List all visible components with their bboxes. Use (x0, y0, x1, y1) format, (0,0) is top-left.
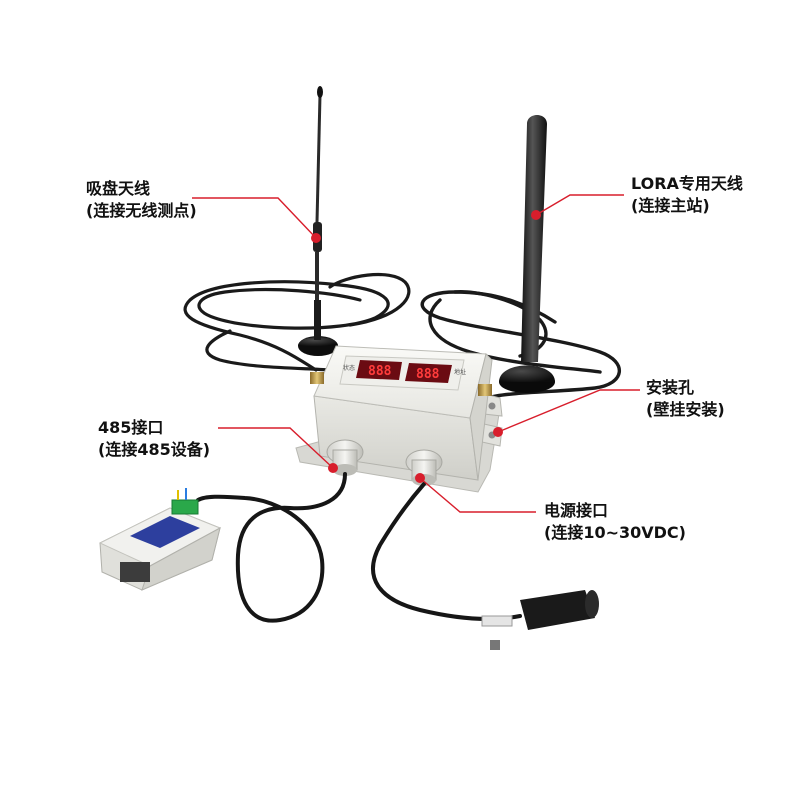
display-left-label: 状态 (343, 364, 355, 372)
power-cable (371, 482, 522, 622)
display-right-digits: 888 (416, 367, 440, 382)
display-right-label: 地址 (454, 368, 466, 376)
leader-lora-antenna (535, 194, 624, 216)
rf-connectors (310, 372, 492, 396)
leader-mount-hole (497, 389, 640, 433)
dot-mount-hole (493, 427, 503, 437)
dot-power-port (415, 473, 425, 483)
gateway-enclosure (295, 345, 503, 493)
callout-power-port-title: 电源接口 (544, 501, 609, 520)
sucker-antenna (298, 86, 338, 356)
dot-lora-antenna (531, 210, 541, 220)
callout-power-port-subtitle: (连接10~30VDC) (544, 523, 686, 542)
dot-sucker-antenna (311, 233, 321, 243)
display-left-digits: 888 (368, 364, 392, 379)
leader-sucker-antenna (192, 197, 317, 239)
callout-leaders (192, 194, 640, 513)
callout-sucker-antenna-subtitle: (连接无线测点) (86, 201, 197, 220)
dc-jack (481, 590, 599, 650)
lora-antenna-cable (420, 290, 621, 400)
callout-485-port-subtitle: (连接485设备) (98, 440, 211, 459)
callout-power-port: 电源接口 (连接10~30VDC) (544, 500, 686, 544)
callout-dots (311, 210, 541, 483)
rs485-cable (196, 472, 347, 623)
leader-485-port (218, 427, 334, 469)
leader-power-port (419, 477, 536, 513)
callout-lora-antenna-subtitle: (连接主站) (631, 196, 710, 215)
usb-485-converter (98, 488, 222, 591)
lora-antenna (499, 115, 555, 393)
callout-sucker-antenna: 吸盘天线 (连接无线测点) (86, 178, 197, 222)
callout-485-port-title: 485接口 (98, 418, 164, 437)
callout-lora-antenna-title: LORA专用天线 (631, 174, 743, 193)
callout-485-port: 485接口 (连接485设备) (98, 417, 210, 461)
dot-485-port (328, 463, 338, 473)
callout-sucker-antenna-title: 吸盘天线 (86, 179, 151, 198)
callout-mount-hole-title: 安装孔 (646, 378, 695, 397)
callout-mount-hole-subtitle: (壁挂安装) (646, 400, 725, 419)
sucker-antenna-cable (183, 272, 411, 372)
callout-lora-antenna: LORA专用天线 (连接主站) (631, 173, 743, 217)
callout-mount-hole: 安装孔 (壁挂安装) (646, 377, 725, 421)
